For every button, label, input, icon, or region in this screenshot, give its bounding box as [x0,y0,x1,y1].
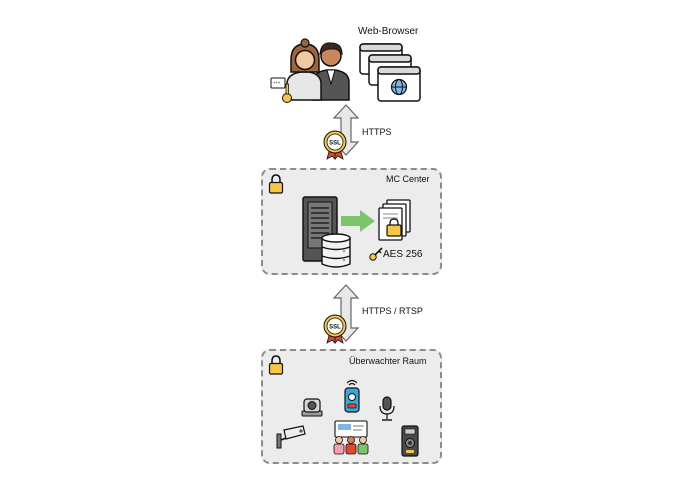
microphone-icon [378,396,396,422]
database-icon [320,233,352,269]
green-arrow-icon [340,209,376,233]
aes-label: AES 256 [383,249,423,260]
web-browser-label: Web-Browser [358,26,419,37]
ssl-badge-icon: SSL [322,130,348,160]
mc-center-label: MC Center [386,174,430,184]
webcam-icon [300,397,324,417]
https-label: HTTPS [362,127,392,137]
users-icon [283,38,353,101]
meeting-icon [331,420,371,456]
door-station-icon [401,425,419,457]
svg-text:***: *** [273,81,281,86]
ssl-badge-text: SSL [329,141,341,147]
browser-windows-icon [358,42,422,106]
camera-icon [276,424,306,450]
ssl-badge-text: SSL [329,325,341,331]
ssl-badge-icon: SSL [322,314,348,344]
globe-icon [390,78,408,96]
key-icon [369,247,383,261]
intercom-icon [342,378,362,414]
https-rtsp-label: HTTPS / RTSP [362,306,423,316]
lock-icon [268,355,284,375]
monitored-room-label: Überwachter Raum [349,356,427,366]
lock-icon [268,174,284,194]
double-arrow-icon [332,284,360,342]
key-icon: *** [270,76,296,104]
encrypted-document-icon [378,199,412,243]
